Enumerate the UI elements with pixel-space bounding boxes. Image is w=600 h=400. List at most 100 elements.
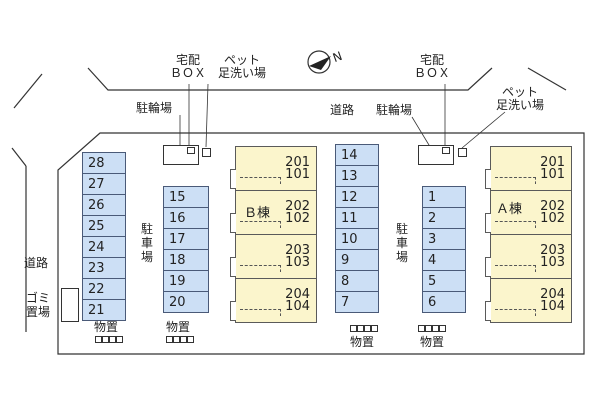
bicycle-parking-left-label: 駐輪場 — [136, 101, 173, 115]
parking-space-3: 3 — [422, 228, 466, 250]
road-left-label: 道路 — [24, 256, 49, 270]
storage-cell — [116, 336, 123, 343]
unit-stair-line — [240, 265, 281, 272]
leader-bicycle-right — [411, 116, 433, 151]
garbage-area — [61, 288, 79, 322]
storage-cell — [102, 336, 109, 343]
unit-stair-line — [495, 177, 536, 184]
unit-entrance — [230, 301, 236, 321]
parking-space-17: 17 — [163, 228, 209, 250]
road-center-label: 道路 — [330, 103, 355, 117]
parking-space-21: 21 — [82, 299, 126, 321]
storage-label-3: 物置 — [350, 335, 375, 349]
parking-space-24: 24 — [82, 236, 126, 258]
building-b-label: Ｂ棟 — [244, 206, 271, 221]
takuhai-box-left — [187, 147, 195, 154]
unit-entrance — [230, 257, 236, 277]
storage-cell — [371, 325, 378, 332]
unit-entrance — [230, 169, 236, 189]
parking-right-label: 駐車場 — [395, 222, 408, 264]
unit-stair-line — [240, 177, 281, 184]
takuhai-box-right-label: 宅配 ＢＯＸ — [413, 53, 450, 80]
parking-space-16: 16 — [163, 207, 209, 229]
storage-label-1: 物置 — [94, 320, 119, 334]
parking-space-11: 11 — [335, 207, 379, 229]
parking-space-6: 6 — [422, 291, 466, 313]
storage-cell — [350, 325, 357, 332]
parking-space-23: 23 — [82, 257, 126, 279]
storage-cell — [166, 336, 173, 343]
garbage-label: ゴミ置場 — [25, 291, 50, 319]
bicycle-parking-right-label: 駐輪場 — [376, 103, 413, 117]
parking-space-13: 13 — [335, 165, 379, 187]
road-top-right-edge — [527, 67, 567, 91]
storage-cell — [418, 325, 425, 332]
parking-space-2: 2 — [422, 207, 466, 229]
parking-space-20: 20 — [163, 291, 209, 313]
storage-cell — [109, 336, 116, 343]
road-top-edge — [87, 67, 493, 91]
unit-stair-line — [240, 221, 281, 228]
parking-space-28: 28 — [82, 152, 126, 174]
unit-stair-line — [240, 309, 281, 316]
parking-space-18: 18 — [163, 249, 209, 271]
leader-pet-right — [461, 111, 506, 149]
parking-space-15: 15 — [163, 186, 209, 208]
takuhai-box-right — [442, 147, 450, 154]
unit-entrance — [485, 257, 491, 277]
storage-cell — [180, 336, 187, 343]
parking-space-22: 22 — [82, 278, 126, 300]
parking-space-25: 25 — [82, 215, 126, 237]
parking-space-9: 9 — [335, 249, 379, 271]
pet-footwash-left — [202, 148, 211, 157]
compass-icon: N — [305, 48, 345, 76]
parking-space-1: 1 — [422, 186, 466, 208]
storage-label-4: 物置 — [420, 335, 445, 349]
unit-stair-line — [495, 265, 536, 272]
parking-left-label: 駐車場 — [140, 222, 153, 264]
parking-space-10: 10 — [335, 228, 379, 250]
road-left-upper-edge — [13, 73, 43, 109]
building-a-label: Ａ棟 — [496, 202, 523, 217]
storage-cell — [95, 336, 102, 343]
storage-cell — [357, 325, 364, 332]
pet-footwash-right — [458, 148, 467, 157]
pet-footwash-right-label: ペット 足洗い場 — [495, 85, 544, 112]
parking-space-26: 26 — [82, 194, 126, 216]
unit-entrance — [485, 301, 491, 321]
storage-label-2: 物置 — [166, 320, 191, 334]
unit-entrance — [230, 213, 236, 233]
pet-footwash-left-label: ペット 足洗い場 — [217, 53, 266, 80]
road-left-lower-edge — [11, 147, 27, 167]
unit-stair-line — [495, 309, 536, 316]
unit-entrance — [485, 169, 491, 189]
takuhai-box-left-label: 宅配 ＢＯＸ — [169, 53, 206, 80]
unit-entrance — [485, 213, 491, 233]
parking-space-8: 8 — [335, 270, 379, 292]
parking-space-12: 12 — [335, 186, 379, 208]
storage-cell — [432, 325, 439, 332]
storage-cell — [173, 336, 180, 343]
parking-space-7: 7 — [335, 291, 379, 313]
parking-space-19: 19 — [163, 270, 209, 292]
parking-space-5: 5 — [422, 270, 466, 292]
storage-cell — [364, 325, 371, 332]
storage-cell — [425, 325, 432, 332]
leader-pet-left — [205, 83, 209, 148]
